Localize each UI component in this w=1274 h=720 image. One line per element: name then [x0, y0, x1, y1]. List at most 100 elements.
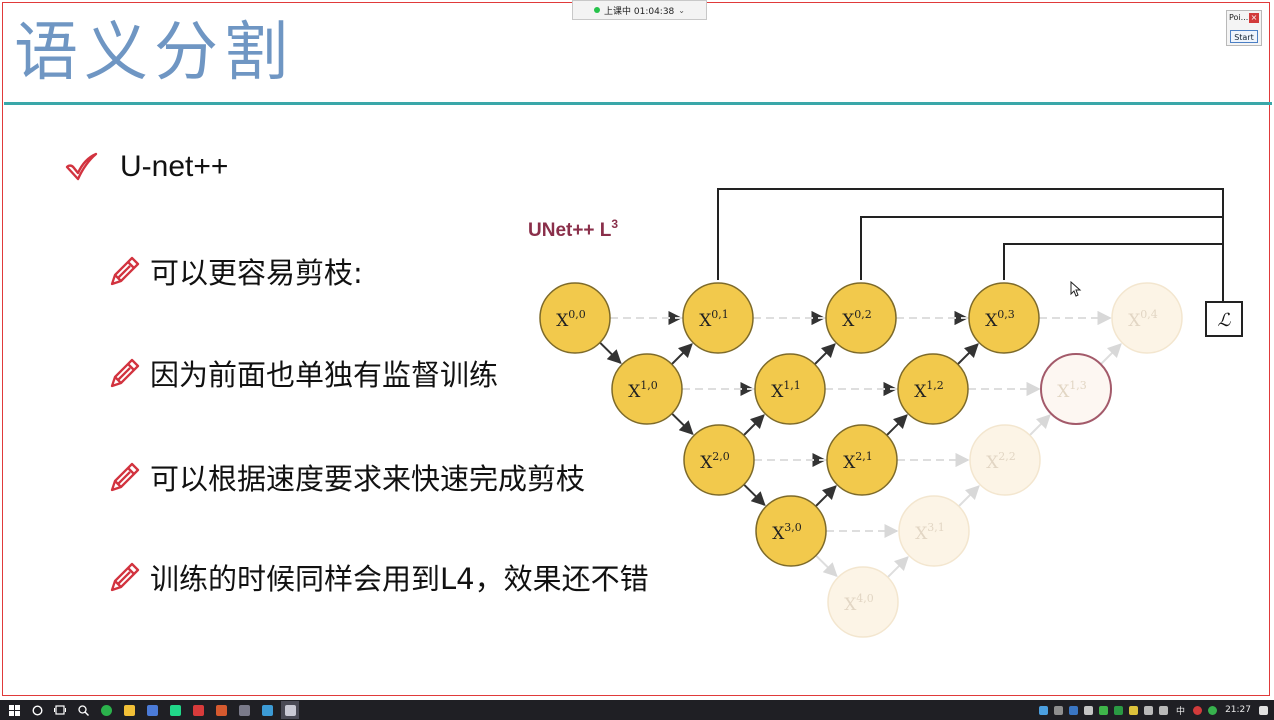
- taskbar-app-editor[interactable]: [143, 701, 161, 719]
- taskbar-app-misc[interactable]: [235, 701, 253, 719]
- chevron-down-icon[interactable]: ⌄: [678, 5, 685, 15]
- taskbar-app-ppt[interactable]: [212, 701, 230, 719]
- node-x-2-1: X2,1: [826, 424, 898, 496]
- tray-icon-3[interactable]: [1084, 705, 1094, 715]
- bullet-text: 可以根据速度要求来快速完成剪枝: [150, 462, 586, 496]
- diagram-nodes: X0,0 X0,1 X0,2 X0,3 X0,4X1,0 X1,1 X1,2 X1,3X2,0…: [539, 282, 1183, 638]
- taskbar-app-active[interactable]: [281, 701, 299, 719]
- bullet-text: 可以更容易剪枝:: [150, 256, 363, 290]
- node-x-3-1: X3,1: [898, 495, 970, 567]
- node-x-3-0: X3,0: [755, 495, 827, 567]
- diagram-edge: [815, 485, 837, 507]
- loss-label: ℒ: [1218, 310, 1232, 331]
- node-label: X0,3: [985, 308, 1015, 331]
- task-view-button[interactable]: [51, 701, 69, 719]
- node-label: X1,3: [1057, 379, 1087, 402]
- system-tray: 中 21:27: [1036, 700, 1274, 720]
- title-divider: [4, 102, 1272, 105]
- node-label: X0,4: [1128, 308, 1158, 331]
- start-button[interactable]: Start: [1230, 30, 1258, 43]
- tray-icon-5[interactable]: [1114, 705, 1124, 715]
- node-label: X1,1: [771, 379, 801, 402]
- close-icon[interactable]: ×: [1249, 13, 1259, 23]
- pencil-icon: [110, 256, 140, 286]
- magnifier-icon: [77, 704, 89, 716]
- tray-icon-4[interactable]: [1099, 705, 1109, 715]
- diagram-edge: [1029, 414, 1051, 436]
- diagram-edge: [671, 343, 693, 365]
- node-x-0-0: X0,0: [539, 282, 611, 354]
- loss-box: [1205, 301, 1243, 337]
- recording-dot-icon: [594, 7, 600, 13]
- mini-window-title: Poi...: [1229, 13, 1249, 22]
- search-icon: [31, 704, 43, 716]
- volume-icon[interactable]: [1159, 705, 1169, 715]
- deep-supervision-lines: [717, 188, 1224, 302]
- recording-indicator[interactable]: 上课中 01:04:38 ⌄: [572, 0, 707, 20]
- bullet-text: 训练的时候同样会用到L4，效果还不错: [150, 562, 649, 596]
- tray-icon-6[interactable]: [1129, 705, 1139, 715]
- bullet-item: 训练的时候同样会用到L4，效果还不错: [108, 556, 649, 598]
- vscode-icon: [261, 704, 273, 716]
- sogou-icon[interactable]: [1193, 705, 1203, 715]
- app-active-icon: [284, 704, 296, 716]
- diagram-edge: [815, 554, 838, 578]
- tray-icon-2[interactable]: [1054, 705, 1064, 715]
- taskbar-app-vscode[interactable]: [258, 701, 276, 719]
- diagram-edge: [599, 341, 622, 365]
- taskbar-app-pycharm[interactable]: [166, 701, 184, 719]
- node-label: X1,0: [628, 379, 658, 402]
- bullet-item: 可以更容易剪枝:: [108, 250, 363, 292]
- heading-row: U-net++: [64, 150, 228, 184]
- recording-label: 上课中 01:04:38: [604, 6, 675, 17]
- tray-icon-7[interactable]: [1208, 705, 1218, 715]
- check-icon: [65, 152, 98, 181]
- diagram-edge: [958, 485, 980, 507]
- node-x-1-1: X1,1: [754, 353, 826, 425]
- node-x-0-1: X0,1: [682, 282, 754, 354]
- node-x-1-2: X1,2: [897, 353, 969, 425]
- diagram-edge: [887, 556, 909, 578]
- bullet-item: 因为前面也单独有监督训练: [108, 352, 498, 394]
- folder-icon: [123, 704, 135, 716]
- diagram-edge: [1100, 343, 1122, 365]
- bullet-item: 可以根据速度要求来快速完成剪枝: [108, 456, 585, 498]
- bullet-text: 因为前面也单独有监督训练: [150, 358, 499, 392]
- diagram-edge: [671, 412, 694, 436]
- search-button[interactable]: [28, 701, 46, 719]
- diagram-edge: [957, 343, 979, 365]
- node-label: X4,0: [844, 592, 874, 615]
- node-label: X0,0: [556, 308, 586, 331]
- node-label: X1,2: [914, 379, 944, 402]
- node-x-1-3: X1,3: [1040, 353, 1112, 425]
- slide-title: 语义分割: [14, 16, 294, 90]
- shield-icon[interactable]: [1069, 705, 1079, 715]
- start-menu-button[interactable]: [5, 701, 23, 719]
- node-x-4-0: X4,0: [827, 566, 899, 638]
- floating-mini-window: Poi... × Start: [1226, 10, 1262, 46]
- notification-icon[interactable]: [1259, 705, 1268, 715]
- diagram-edge: [814, 343, 836, 365]
- task-view-icon: [54, 705, 66, 715]
- clock[interactable]: 21:27: [1225, 705, 1251, 715]
- node-x-0-3: X0,3: [968, 282, 1040, 354]
- ime-indicator[interactable]: 中: [1176, 706, 1186, 717]
- diagram-edge: [743, 483, 766, 507]
- node-x-0-4: X0,4: [1111, 282, 1183, 354]
- powerpoint-icon: [215, 704, 227, 716]
- taskbar-app-explorer[interactable]: [120, 701, 138, 719]
- mouse-cursor-icon: [1070, 281, 1082, 297]
- editor-icon: [146, 704, 158, 716]
- taskbar-app-red[interactable]: [189, 701, 207, 719]
- windows-icon: [8, 704, 20, 716]
- tray-icon-1[interactable]: [1039, 705, 1049, 715]
- node-label: X0,2: [842, 308, 872, 331]
- node-label: X0,1: [699, 308, 729, 331]
- taskbar-app-wechat[interactable]: [97, 701, 115, 719]
- pencil-icon: [110, 562, 140, 592]
- network-icon[interactable]: [1144, 705, 1154, 715]
- pencil-icon: [110, 462, 140, 492]
- taskbar-app-search[interactable]: [74, 701, 92, 719]
- node-x-2-0: X2,0: [683, 424, 755, 496]
